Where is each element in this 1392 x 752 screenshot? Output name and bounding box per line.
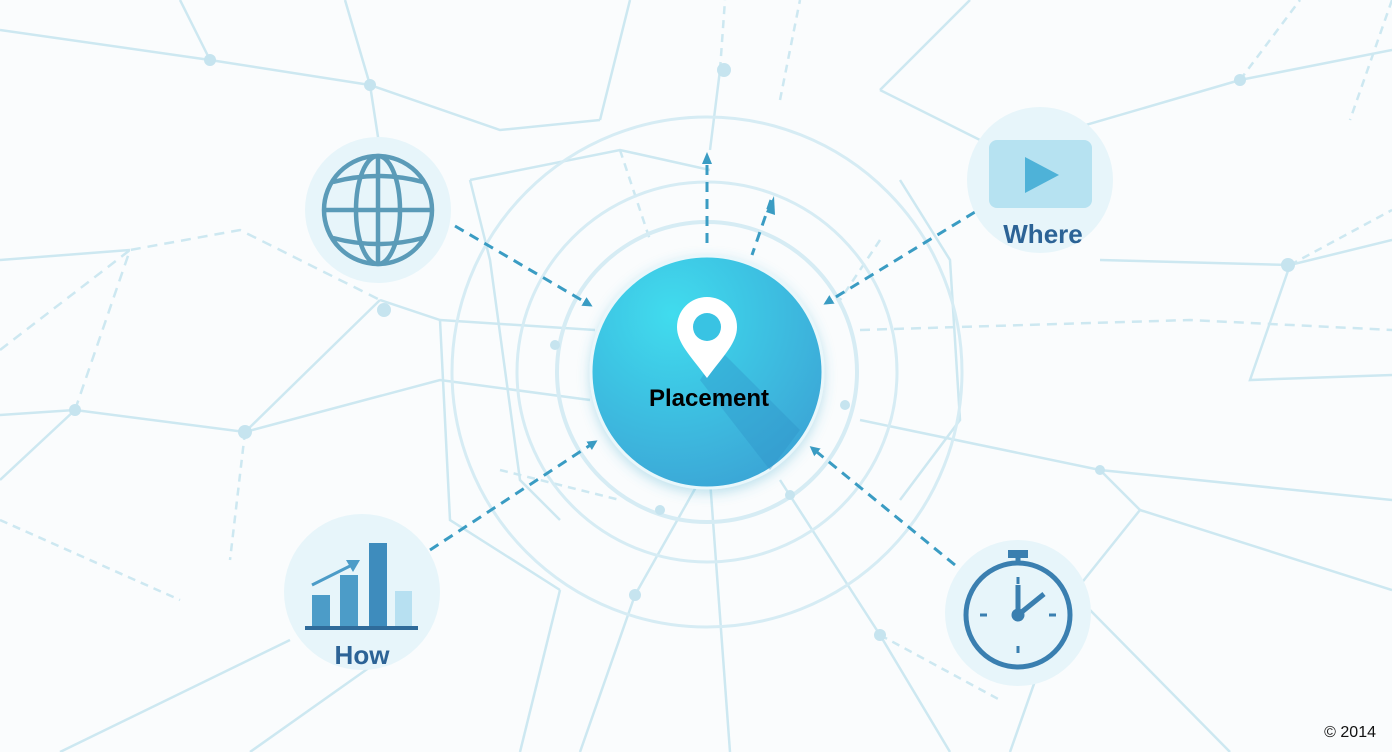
globe-icon bbox=[321, 153, 435, 267]
map-pin-icon bbox=[677, 297, 737, 378]
node-video bbox=[967, 107, 1113, 253]
arrow-clock-to-center bbox=[809, 446, 956, 567]
arrow-top-tip bbox=[702, 152, 712, 164]
stopwatch-icon bbox=[963, 550, 1073, 670]
center-label: Placement bbox=[649, 385, 769, 412]
where-label: Where bbox=[1003, 219, 1082, 249]
node-globe bbox=[305, 137, 451, 283]
center-node: Placement bbox=[589, 254, 825, 490]
arrow-chart-to-center bbox=[429, 440, 598, 552]
node-chart bbox=[284, 514, 440, 670]
arrow-globe-to-center bbox=[454, 224, 593, 307]
node-clock bbox=[945, 540, 1091, 686]
arrow-top-right-tip bbox=[766, 196, 775, 215]
arrow-video-to-center bbox=[823, 210, 976, 305]
bar-chart-icon bbox=[305, 543, 418, 630]
network-nodes bbox=[69, 54, 1295, 641]
copyright-text: © 2014 bbox=[1324, 724, 1376, 741]
video-play-icon bbox=[989, 140, 1092, 208]
how-label: How bbox=[335, 640, 391, 670]
